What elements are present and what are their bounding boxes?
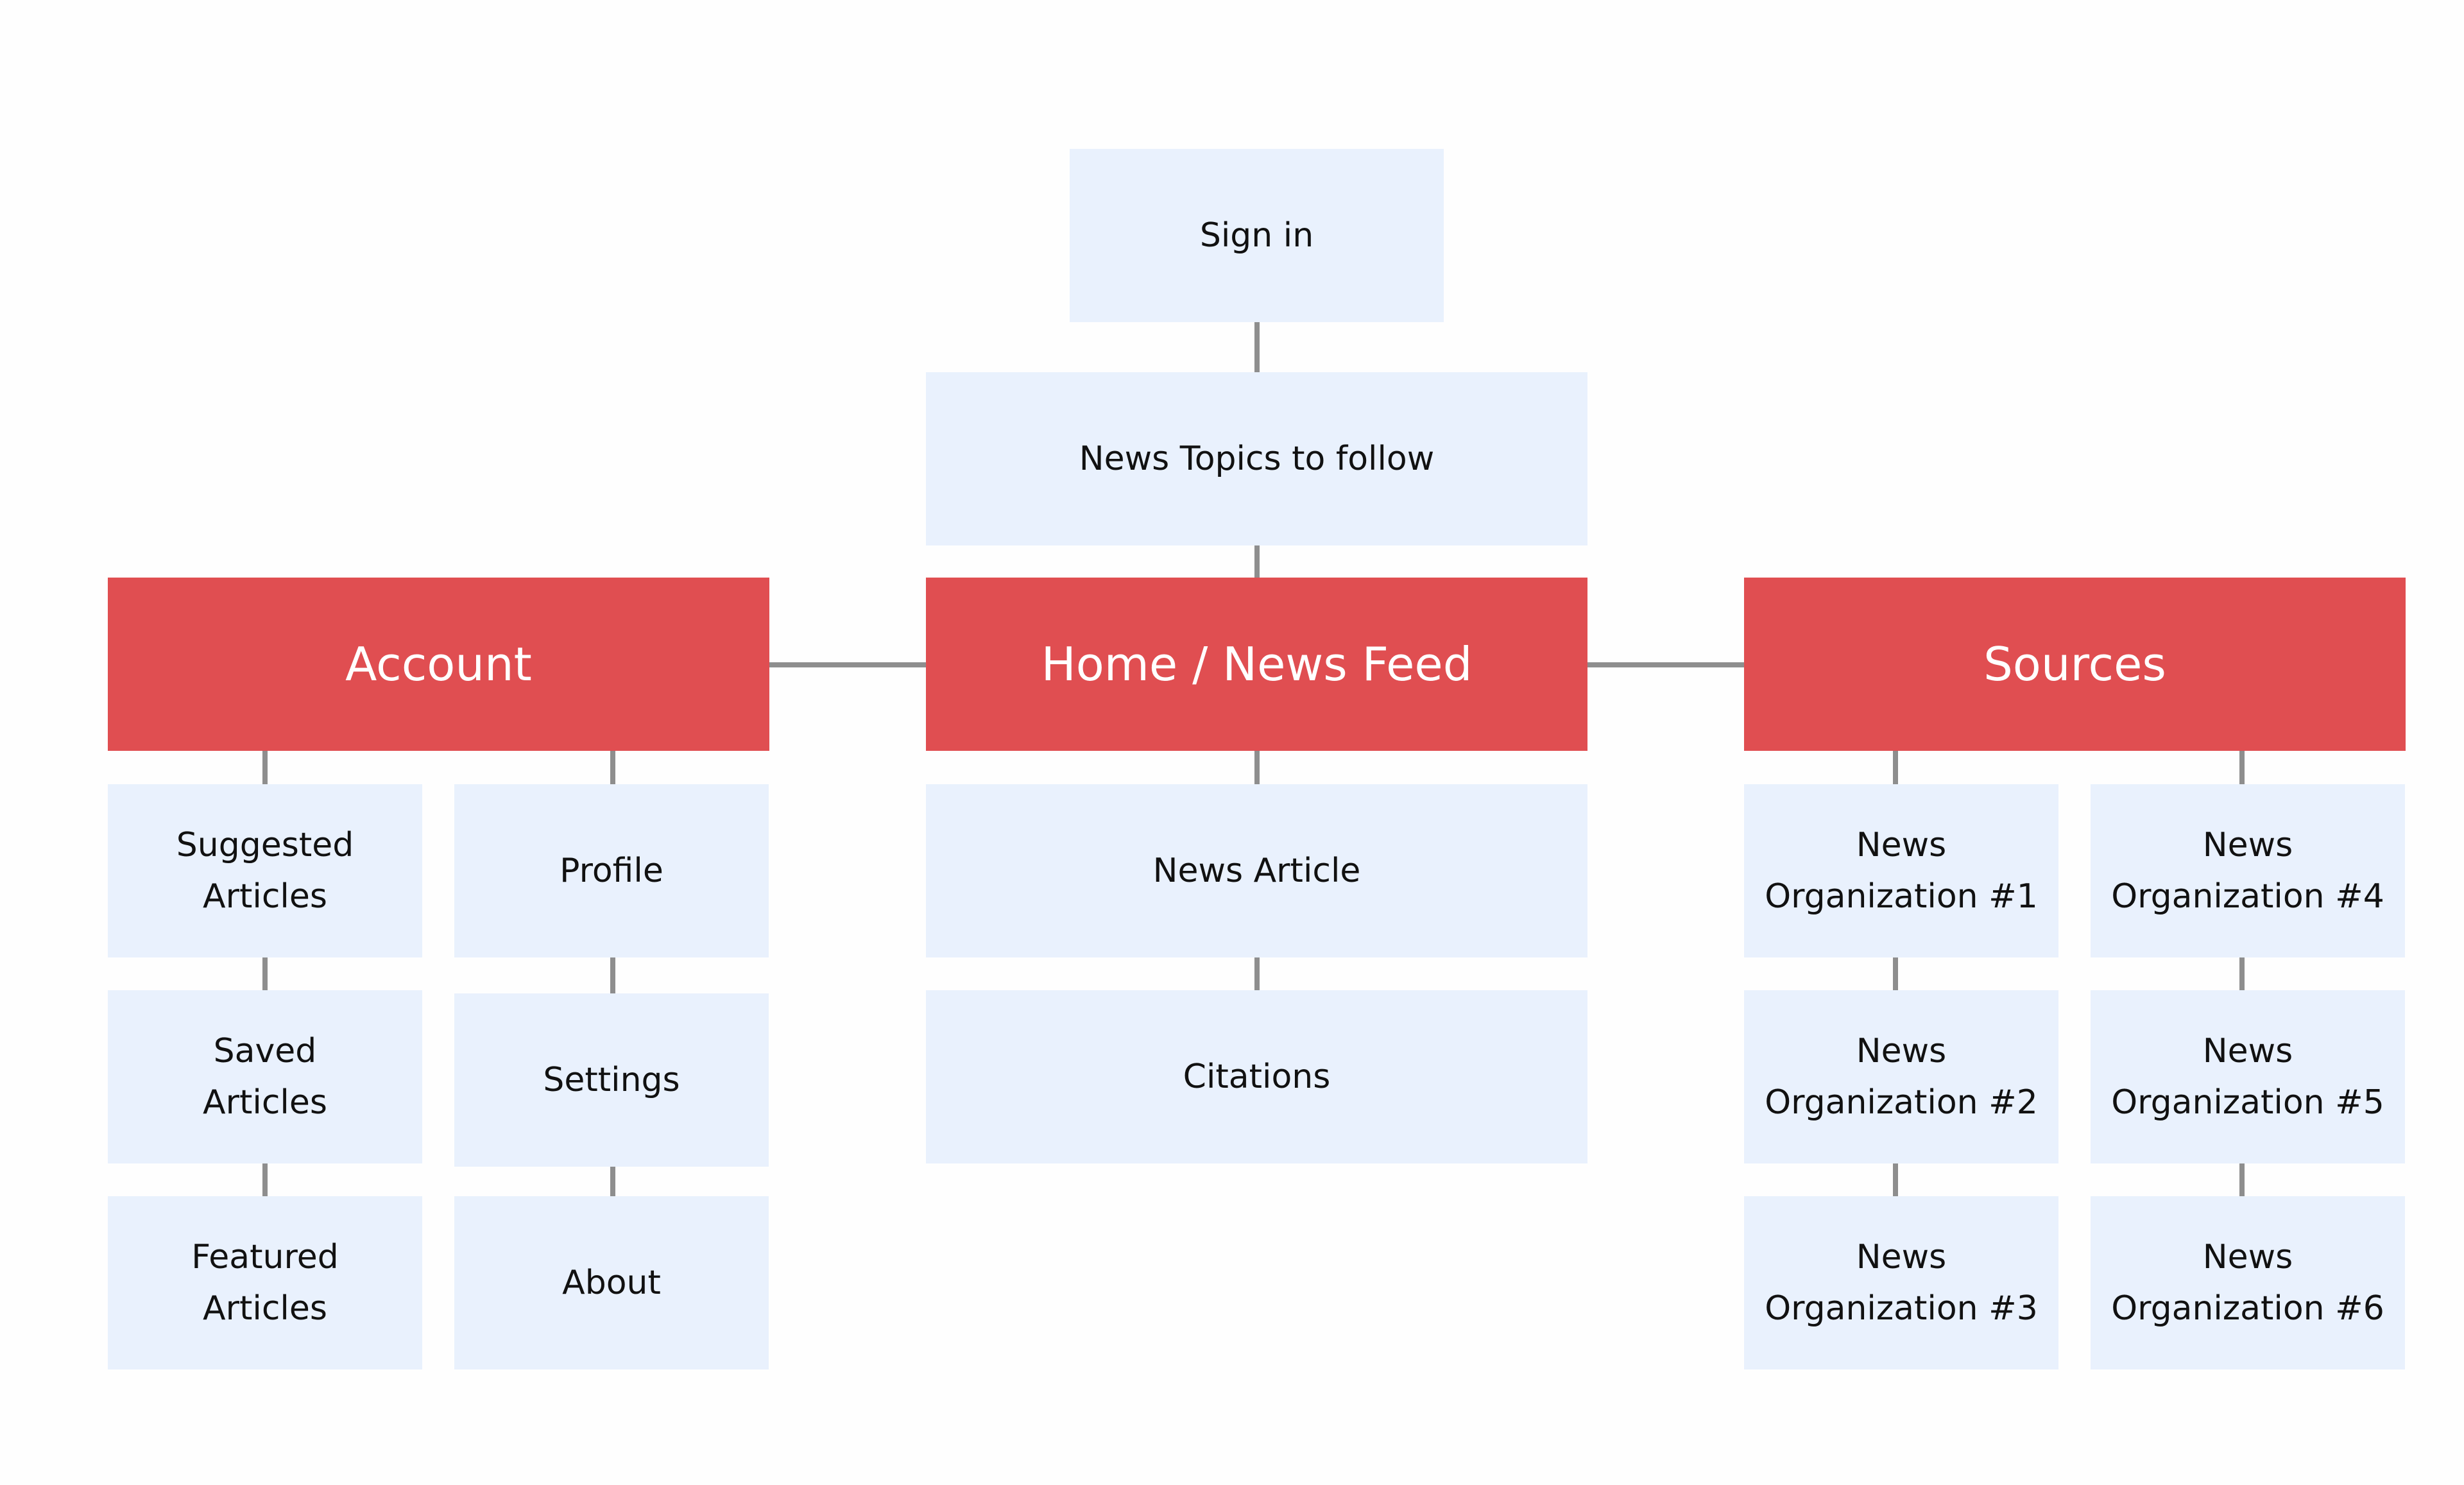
profile-node: Profile	[454, 784, 769, 957]
account-title: Account	[345, 637, 532, 691]
connector-home-sources	[1586, 662, 1744, 667]
featured-articles-node: Featured Articles	[108, 1196, 422, 1369]
news-organization-5-node: News Organization #5	[2091, 990, 2405, 1163]
about-label: About	[562, 1264, 661, 1302]
connector-sources-col2	[2239, 751, 2245, 1196]
news-organization-1-node: News Organization #1	[1744, 784, 2058, 957]
sign-in-node: Sign in	[1070, 149, 1444, 322]
news-organization-3-label: News Organization #3	[1765, 1238, 2038, 1328]
sources-node: Sources	[1744, 578, 2406, 751]
news-article-node: News Article	[926, 784, 1587, 957]
news-organization-6-node: News Organization #6	[2091, 1196, 2405, 1369]
home-news-feed-title: Home / News Feed	[1041, 637, 1473, 691]
connector-account-col2	[610, 751, 615, 1196]
connector-account-col1	[262, 751, 268, 1196]
suggested-articles-label: Suggested Articles	[176, 826, 354, 916]
news-organization-2-label: News Organization #2	[1765, 1032, 2038, 1122]
about-node: About	[454, 1196, 769, 1369]
connector-topics-home	[1254, 545, 1260, 579]
news-organization-3-node: News Organization #3	[1744, 1196, 2058, 1369]
citations-label: Citations	[1183, 1058, 1331, 1096]
news-organization-6-label: News Organization #6	[2111, 1238, 2384, 1328]
news-article-label: News Article	[1152, 852, 1361, 890]
settings-node: Settings	[454, 993, 769, 1167]
news-organization-5-label: News Organization #5	[2111, 1032, 2384, 1122]
saved-articles-node: Saved Articles	[108, 990, 422, 1163]
news-topics-node: News Topics to follow	[926, 372, 1587, 545]
settings-label: Settings	[543, 1061, 680, 1099]
news-organization-1-label: News Organization #1	[1765, 826, 2038, 916]
connector-sources-col1	[1893, 751, 1898, 1196]
suggested-articles-node: Suggested Articles	[108, 784, 422, 957]
sign-in-label: Sign in	[1199, 216, 1314, 255]
connector-signin-topics	[1254, 321, 1260, 372]
home-news-feed-node: Home / News Feed	[926, 578, 1587, 751]
citations-node: Citations	[926, 990, 1587, 1163]
news-organization-2-node: News Organization #2	[1744, 990, 2058, 1163]
connector-account-home	[769, 662, 927, 667]
profile-label: Profile	[560, 852, 663, 890]
saved-articles-label: Saved Articles	[203, 1032, 327, 1122]
news-organization-4-label: News Organization #4	[2111, 826, 2384, 916]
featured-articles-label: Featured Articles	[191, 1238, 339, 1328]
news-topics-label: News Topics to follow	[1079, 440, 1435, 478]
sources-title: Sources	[1983, 637, 2166, 691]
news-organization-4-node: News Organization #4	[2091, 784, 2405, 957]
account-node: Account	[108, 578, 769, 751]
